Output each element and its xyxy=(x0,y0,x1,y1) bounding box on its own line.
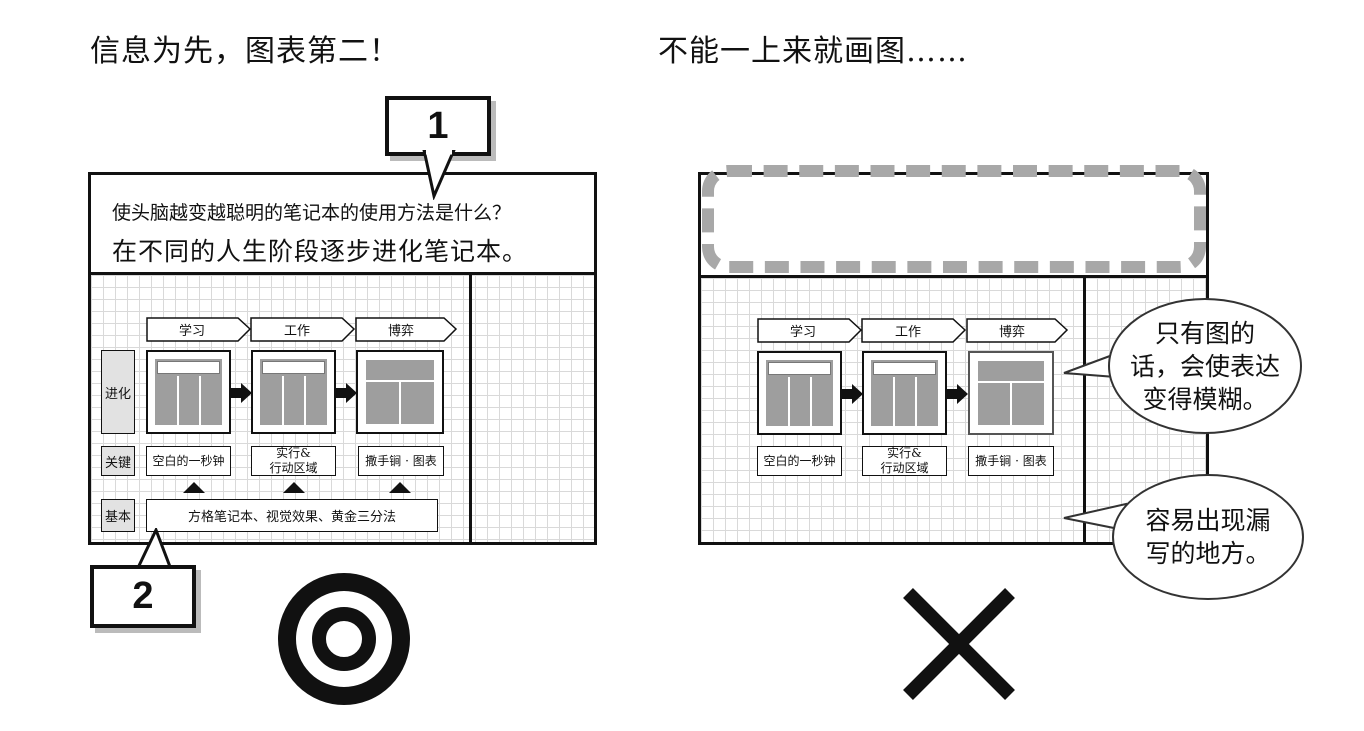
right-notebook-card-work xyxy=(862,351,947,435)
arrow-right-icon xyxy=(336,383,357,403)
row-label-key: 关键 xyxy=(101,446,135,476)
missing-question-dashed-box xyxy=(702,165,1206,273)
triangle-up-icon xyxy=(389,482,411,493)
arrow-right-icon xyxy=(231,383,252,403)
stage-work: 工作 xyxy=(283,324,310,339)
right-key-box-blank-second: 空白的一秒钟 xyxy=(757,446,842,476)
triangle-up-icon xyxy=(283,482,305,493)
callout-2: 2 xyxy=(90,565,196,628)
right-notebook-card-learning xyxy=(757,351,842,435)
key-box-trump-card: 撒手锏 · 图表 xyxy=(358,446,444,476)
right-stage-game: 博弈 xyxy=(998,325,1025,340)
callout-1: 1 xyxy=(385,96,491,156)
speech-bubble-omission: 容易出现漏 写的地方。 xyxy=(1112,474,1304,600)
basic-box: 方格笔记本、视觉效果、黄金三分法 xyxy=(146,499,438,532)
notebook-card-game xyxy=(356,350,444,434)
bubble-1-line-2: 话，会使表达 xyxy=(1129,351,1280,381)
right-key-box-action-area: 实行& 行动区域 xyxy=(862,446,947,476)
right-question-divider xyxy=(701,275,1206,278)
callout-1-pointer xyxy=(422,150,456,200)
right-heading: 不能一上来就画图…… xyxy=(658,34,968,69)
left-heading: 信息为先，图表第二！ xyxy=(90,34,400,69)
right-notebook-card-game xyxy=(968,351,1054,435)
right-stage-work: 工作 xyxy=(894,325,921,340)
left-question-area xyxy=(91,175,594,272)
stage-learning: 学习 xyxy=(178,324,205,339)
left-stage-arrows xyxy=(146,317,458,342)
speech-bubble-vague: 只有图的 话，会使表达 变得模糊。 xyxy=(1108,298,1302,434)
right-stage-learning: 学习 xyxy=(789,325,816,340)
right-column-divider xyxy=(1083,278,1086,542)
row-label-basic: 基本 xyxy=(101,499,135,532)
key-box-blank-second: 空白的一秒钟 xyxy=(146,446,231,476)
notebook-card-learning xyxy=(146,350,231,434)
stage-game: 博弈 xyxy=(387,324,414,339)
row-label-evolution: 进化 xyxy=(101,350,135,434)
answer-text: 在不同的人生阶段逐步进化笔记本。 xyxy=(112,237,529,266)
left-question-divider xyxy=(91,272,594,275)
triangle-up-icon xyxy=(183,482,205,493)
right-key-box-trump-card: 撒手锏 · 图表 xyxy=(968,446,1054,476)
arrow-right-icon xyxy=(947,384,968,404)
bubble-2-line-1: 容易出现漏 xyxy=(1145,506,1271,535)
arrow-right-icon xyxy=(842,384,863,404)
key-box-action-area: 实行& 行动区域 xyxy=(251,446,336,476)
left-column-divider xyxy=(469,275,472,542)
cross-icon xyxy=(903,588,1015,700)
bubble-1-line-1: 只有图的 xyxy=(1154,318,1255,348)
notebook-card-work xyxy=(251,350,336,434)
bubble-1-line-3: 变得模糊。 xyxy=(1142,384,1268,414)
bubble-2-line-2: 写的地方。 xyxy=(1145,539,1271,568)
question-text: 使头脑越变越聪明的笔记本的使用方法是什么？ xyxy=(112,202,512,224)
double-circle-icon xyxy=(278,573,410,705)
right-stage-arrows xyxy=(757,318,1069,343)
